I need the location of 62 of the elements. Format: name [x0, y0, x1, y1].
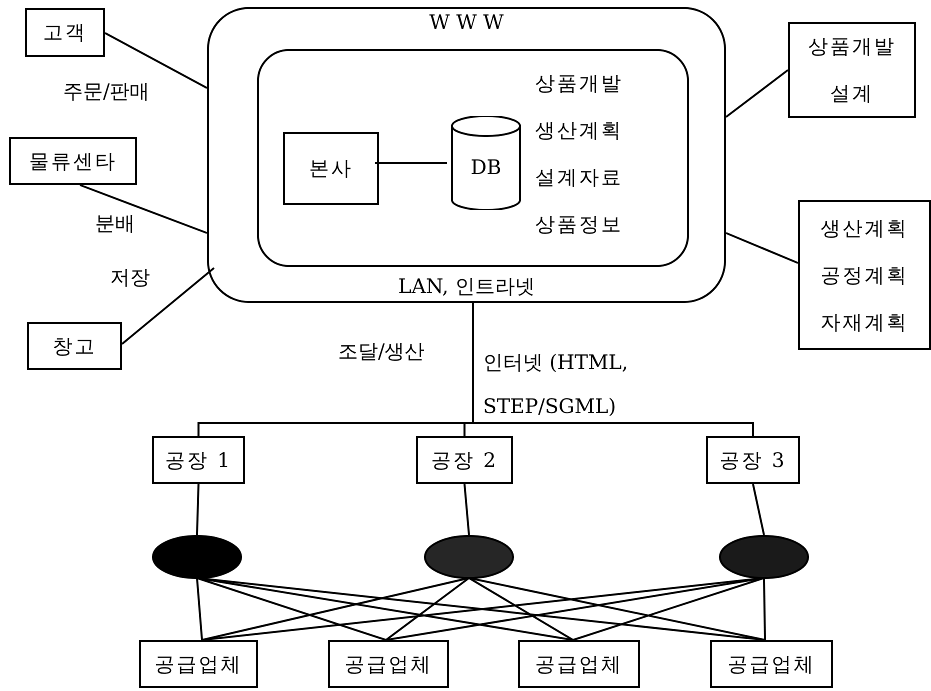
- database-label: DB: [470, 156, 502, 178]
- data-item: 설계자료: [535, 166, 623, 188]
- process-box: [328, 640, 449, 688]
- box-label: 본사: [309, 155, 353, 182]
- connector-line: [202, 577, 470, 641]
- process-box: [710, 640, 833, 688]
- data-item: 상품개발: [535, 72, 623, 94]
- process-box: [139, 640, 258, 688]
- connector-line: [468, 577, 574, 641]
- process-box: [798, 200, 931, 350]
- process-box: [152, 436, 245, 484]
- process-box: [27, 322, 122, 370]
- network-note: 인터넷 (HTML, STEP/SGML): [483, 349, 630, 420]
- box-label: 공장 1: [164, 446, 232, 474]
- process-box: [25, 8, 105, 57]
- box-label: 물류센타: [29, 148, 117, 174]
- node-ellipse: [152, 535, 242, 579]
- box-label: 고객: [43, 19, 87, 46]
- box-label: 상품개발 설계: [807, 33, 897, 107]
- edge-label: 분배: [95, 212, 135, 234]
- connector-line: [104, 32, 208, 89]
- network-title: W W W: [428, 11, 505, 33]
- box-label: 공급업체: [344, 650, 432, 678]
- node-ellipse: [424, 535, 514, 579]
- connector-line: [572, 577, 764, 641]
- node-ellipse: [719, 535, 809, 579]
- connector-line: [726, 232, 798, 264]
- box-label: 창고: [52, 332, 96, 360]
- database-cylinder: [451, 116, 521, 210]
- data-item: 상품정보: [535, 213, 623, 235]
- box-label: 공장 3: [719, 446, 787, 474]
- connector-line: [464, 484, 470, 536]
- connector-line: [121, 267, 215, 345]
- process-box: [518, 640, 640, 688]
- connector-line: [196, 577, 386, 641]
- process-box: [706, 436, 800, 484]
- connector-line: [375, 162, 447, 164]
- connector-line: [196, 578, 203, 640]
- network-note: 조달/생산: [338, 340, 425, 362]
- box-label: 공급업체: [728, 650, 816, 678]
- box-label: 공급업체: [535, 650, 623, 678]
- network-box: [207, 7, 726, 303]
- intranet-box: [257, 49, 689, 267]
- connector-line: [763, 578, 766, 640]
- process-box: [788, 22, 916, 118]
- process-box: [416, 436, 513, 484]
- connector-line: [752, 484, 765, 536]
- box-label: 공급업체: [154, 650, 242, 678]
- box-label: 생산계획 공정계획 자재계획: [820, 214, 910, 336]
- connector-line: [80, 184, 208, 234]
- process-box: [9, 137, 137, 185]
- network-label: LAN, 인트라넷: [397, 275, 536, 297]
- connector-line: [468, 577, 766, 641]
- data-item: 생산계획: [535, 119, 623, 141]
- edge-label: 저장: [110, 266, 150, 288]
- connector-line: [196, 484, 200, 536]
- edge-label: 주문/판매: [63, 80, 150, 102]
- box-label: 공장 2: [430, 446, 498, 474]
- connector-line: [472, 303, 754, 436]
- connector-line: [385, 577, 470, 641]
- process-box: [283, 132, 379, 205]
- connector-line: [725, 69, 789, 118]
